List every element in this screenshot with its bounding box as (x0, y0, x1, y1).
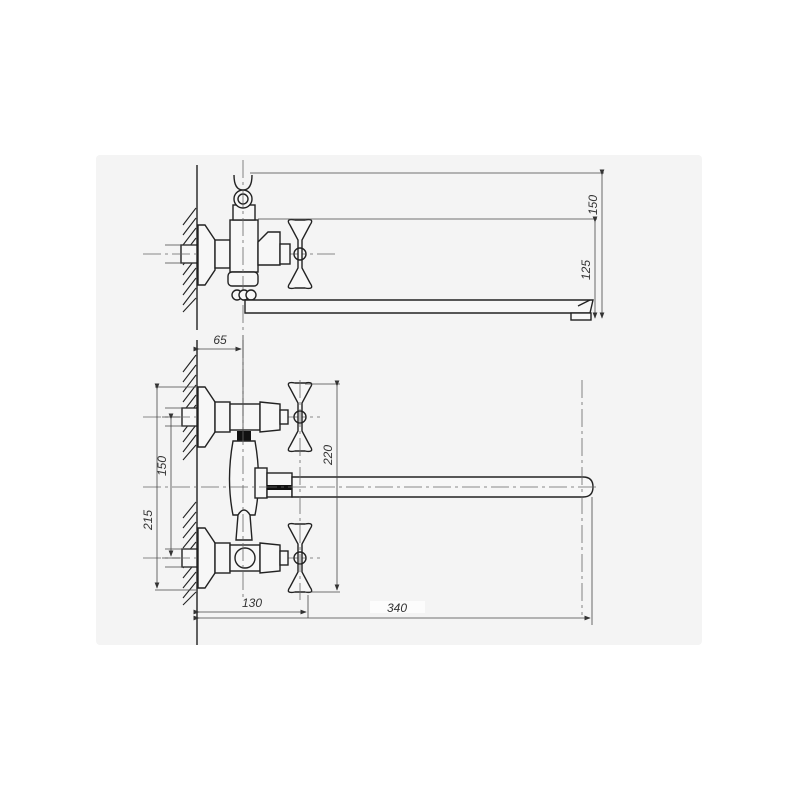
dim-340: 340 (387, 601, 407, 615)
dim-130: 130 (242, 596, 262, 610)
spout-side (244, 299, 594, 314)
lower-union (234, 547, 256, 569)
front-view: 65 220 150 215 130 340 (141, 333, 600, 645)
central-body (228, 440, 260, 516)
valve-body (229, 219, 259, 273)
dim-65: 65 (213, 333, 227, 347)
wall-hatch-front-upper (182, 354, 197, 461)
escutcheon (197, 224, 216, 286)
dim-150-top: 150 (586, 195, 600, 215)
wall-hatch-top (182, 207, 197, 313)
side-view: 150 125 (143, 160, 605, 330)
dim-125: 125 (579, 260, 593, 280)
dim-215: 215 (141, 510, 155, 531)
cross-handle-side (287, 218, 313, 290)
dim-220: 220 (321, 445, 335, 466)
